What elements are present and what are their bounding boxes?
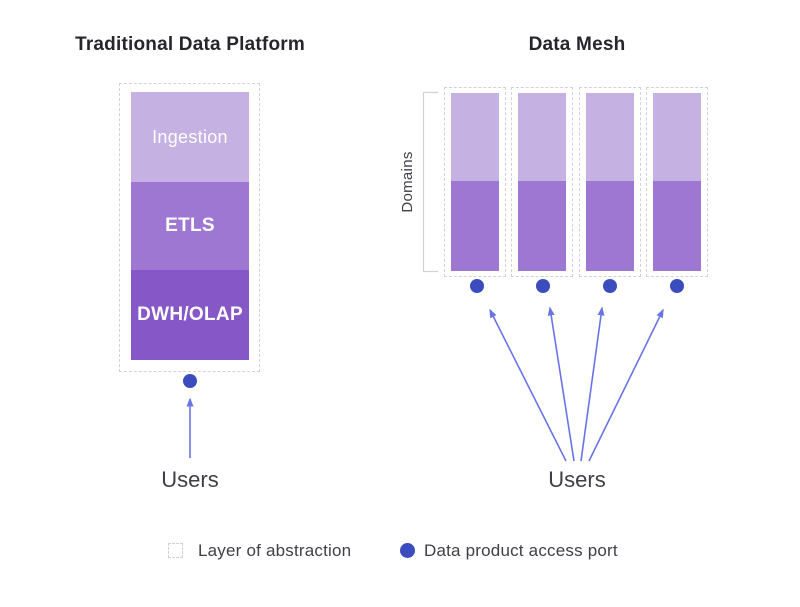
data-product-bar	[652, 93, 701, 271]
domain-column	[645, 87, 708, 277]
bar-top-segment	[451, 93, 499, 181]
user-arrow	[580, 306, 605, 462]
access-port-dot	[670, 279, 684, 293]
layer-dwh-olap: DWH/OLAP	[131, 270, 249, 360]
data-product-bar	[585, 93, 634, 271]
users-label-right: Users	[548, 467, 606, 492]
access-port-dot	[470, 279, 484, 293]
data-product-bar	[518, 93, 567, 271]
right-panel-title: Data Mesh	[528, 34, 626, 55]
user-arrow	[588, 308, 664, 462]
bar-bottom-segment	[518, 181, 567, 271]
bar-bottom-segment	[585, 181, 634, 271]
abstraction-layer-box	[119, 83, 260, 372]
layer-ingestion: Ingestion	[131, 92, 249, 182]
layer-label: ETLS	[165, 215, 215, 236]
bar-top-segment	[652, 93, 701, 181]
bar-bottom-segment	[652, 181, 701, 271]
access-port-dot	[183, 374, 197, 388]
domain-column	[578, 87, 641, 277]
domains-bracket-label: Domains	[399, 151, 416, 213]
access-port-dot	[603, 279, 617, 293]
data-product-bar	[451, 93, 499, 271]
layer-label: DWH/OLAP	[137, 304, 243, 325]
dashed-square-icon	[168, 543, 183, 558]
domain-column	[511, 87, 574, 277]
domain-column	[444, 87, 506, 277]
users-label-left: Users	[161, 467, 219, 492]
left-panel-title: Traditional Data Platform	[75, 34, 305, 55]
legend-abstraction-label: Layer of abstraction	[198, 541, 352, 560]
legend-port-label: Data product access port	[424, 541, 618, 560]
domains-row	[444, 87, 708, 277]
circle-dot-icon	[400, 543, 415, 558]
bar-top-segment	[585, 93, 634, 181]
user-arrow	[489, 308, 567, 462]
user-arrow	[547, 306, 575, 462]
domains-bracket	[422, 91, 438, 273]
platform-stack: Ingestion ETLS DWH/OLAP	[131, 92, 249, 360]
bar-top-segment	[518, 93, 567, 181]
access-port-dot	[536, 279, 550, 293]
bar-bottom-segment	[451, 181, 499, 271]
layer-label: Ingestion	[152, 126, 228, 147]
layer-etls: ETLS	[131, 182, 249, 270]
